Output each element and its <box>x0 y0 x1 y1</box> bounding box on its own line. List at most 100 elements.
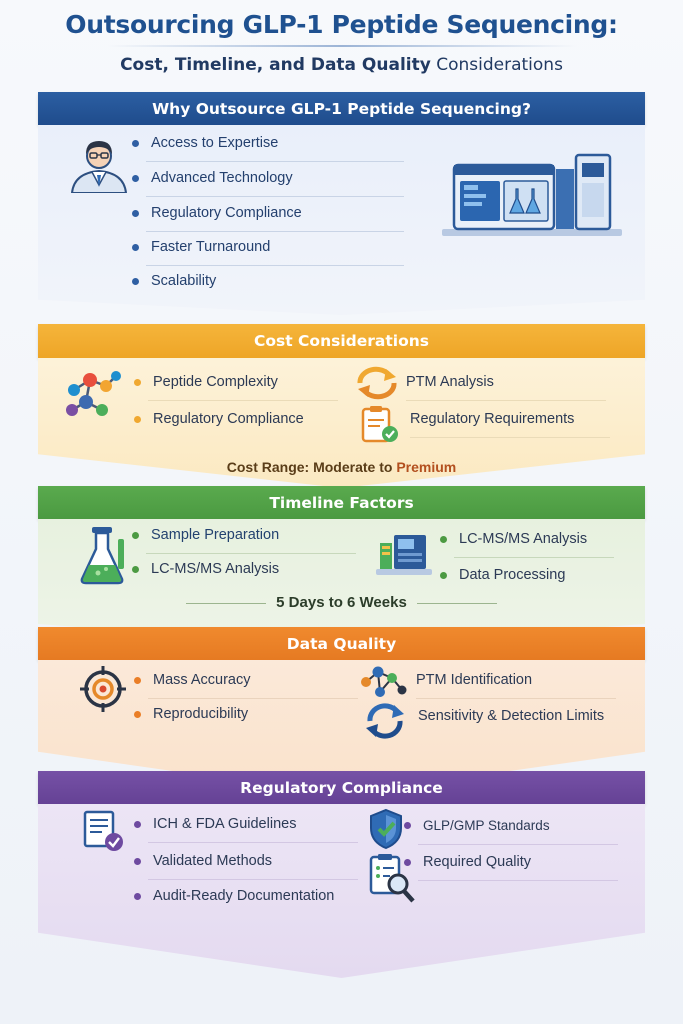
why-item: Access to Expertise <box>132 135 278 151</box>
divider <box>406 400 606 401</box>
timeline-item: Data Processing <box>440 567 565 583</box>
bullet-dot <box>132 531 139 539</box>
why-item-label: Scalability <box>151 273 217 289</box>
cost-section: Cost Considerations Peptide Complexity R… <box>38 324 645 488</box>
cost-item: PTM Analysis <box>406 374 494 390</box>
cost-range: Cost Range: Moderate to Premium <box>38 459 645 475</box>
network-icon <box>361 666 407 697</box>
bullet-dot <box>440 571 447 579</box>
mass-spectrometer-icon <box>376 535 432 575</box>
why-item: Regulatory Compliance <box>132 205 302 221</box>
divider <box>148 879 358 880</box>
timeline-item: LC-MS/MS Analysis <box>440 531 587 547</box>
bullet-dot <box>134 820 141 828</box>
bullet-dot <box>132 277 139 285</box>
shield-check-icon <box>370 808 402 850</box>
page-subtitle: Cost, Timeline, and Data Quality Conside… <box>0 55 683 75</box>
quality-item-label: PTM Identification <box>416 672 533 688</box>
cost-item-label: Peptide Complexity <box>153 374 278 390</box>
bullet-dot <box>134 710 141 718</box>
divider <box>146 265 404 266</box>
cost-header: Cost Considerations <box>38 324 645 358</box>
page-title: Outsourcing GLP-1 Peptide Sequencing: <box>65 10 618 39</box>
bullet-dot <box>134 415 141 423</box>
regulatory-item: Validated Methods <box>134 853 272 869</box>
bullet-dot <box>132 174 139 182</box>
regulatory-item-label: Validated Methods <box>153 853 273 869</box>
regulatory-header: Regulatory Compliance <box>38 771 645 804</box>
divider <box>418 880 618 881</box>
regulatory-section: Regulatory Compliance ICH & FDA Guidelin… <box>38 771 645 978</box>
bullet-dot <box>132 139 139 147</box>
data-quality-header: Data Quality <box>38 627 645 660</box>
why-item-label: Advanced Technology <box>151 170 293 186</box>
regulatory-item: GLP/GMP Standards <box>404 818 550 833</box>
why-item-label: Faster Turnaround <box>151 239 271 255</box>
regulatory-body: ICH & FDA Guidelines Validated Methods A… <box>38 804 645 978</box>
divider <box>146 161 404 162</box>
why-item-label: Regulatory Compliance <box>151 205 302 221</box>
cost-range-prefix: Cost Range: Moderate to <box>226 459 397 475</box>
bullet-dot <box>134 857 141 865</box>
clipboard-check-icon <box>361 406 398 443</box>
why-item-label: Access to Expertise <box>151 135 279 151</box>
timeline-item-label: Data Processing <box>459 567 566 583</box>
bullet-dot <box>132 243 139 251</box>
cost-range-high: Premium <box>396 459 457 475</box>
molecule-icon <box>66 371 121 416</box>
scientist-icon <box>70 141 128 193</box>
regulatory-item-label: ICH & FDA Guidelines <box>153 816 297 832</box>
subtitle-bold: Cost, Timeline, and Data Quality <box>120 55 431 75</box>
why-outsource-section: Why Outsource GLP-1 Peptide Sequencing? … <box>38 92 645 315</box>
timeline-item-label: LC-MS/MS Analysis <box>151 561 280 577</box>
cost-item-label: Regulatory Compliance <box>153 411 304 427</box>
clipboard-magnifier-icon <box>369 854 415 903</box>
divider <box>148 842 358 843</box>
cost-item: Regulatory Requirements <box>410 411 574 427</box>
cost-item: Peptide Complexity <box>134 374 278 390</box>
regulatory-item-label: GLP/GMP Standards <box>423 818 550 833</box>
quality-item: Mass Accuracy <box>134 672 251 688</box>
timeline-item: LC-MS/MS Analysis <box>132 561 279 577</box>
bullet-dot <box>134 892 141 900</box>
target-icon <box>80 666 126 712</box>
regulatory-item-label: Audit-Ready Documentation <box>153 888 335 904</box>
timeline-item: Sample Preparation <box>132 527 279 543</box>
lab-instrument-icon <box>442 153 622 236</box>
bullet-dot <box>404 822 411 829</box>
timeline-duration: 5 Days to 6 Weeks <box>38 594 645 611</box>
cost-body: Peptide Complexity Regulatory Compliance… <box>38 358 645 488</box>
document-check-icon <box>83 810 123 851</box>
quality-item-label: Reproducibility <box>153 706 249 722</box>
divider <box>416 698 616 699</box>
cycle-arrows-icon <box>357 366 397 400</box>
timeline-item-label: LC-MS/MS Analysis <box>459 531 588 547</box>
quality-item: Reproducibility <box>134 706 248 722</box>
regulatory-item: Required Quality <box>404 854 531 870</box>
regulatory-item-label: Required Quality <box>423 854 531 870</box>
cost-item-label: PTM Analysis <box>406 374 494 390</box>
subtitle-rest: Considerations <box>430 55 563 75</box>
regulatory-item: ICH & FDA Guidelines <box>134 816 296 832</box>
why-item: Advanced Technology <box>132 170 293 186</box>
flask-icon <box>80 527 124 585</box>
cost-item-label: Regulatory Requirements <box>410 411 575 427</box>
divider <box>146 553 356 554</box>
why-item: Faster Turnaround <box>132 239 270 255</box>
refresh-icon <box>366 703 404 739</box>
timeline-body: Sample Preparation LC-MS/MS Analysis LC-… <box>38 519 645 647</box>
divider <box>454 557 614 558</box>
timeline-item-label: Sample Preparation <box>151 527 280 543</box>
quality-item-label: Sensitivity & Detection Limits <box>418 708 605 724</box>
timeline-section: Timeline Factors Sample Preparation LC-M… <box>38 486 645 647</box>
divider <box>418 844 618 845</box>
divider <box>148 698 358 699</box>
why-item: Scalability <box>132 273 216 289</box>
bullet-dot <box>132 209 139 217</box>
quality-item-label: Mass Accuracy <box>153 672 251 688</box>
bullet-dot <box>404 858 411 866</box>
regulatory-item: Audit-Ready Documentation <box>134 888 334 904</box>
divider <box>410 437 610 438</box>
quality-item: Sensitivity & Detection Limits <box>418 708 604 724</box>
bullet-dot <box>134 378 141 386</box>
